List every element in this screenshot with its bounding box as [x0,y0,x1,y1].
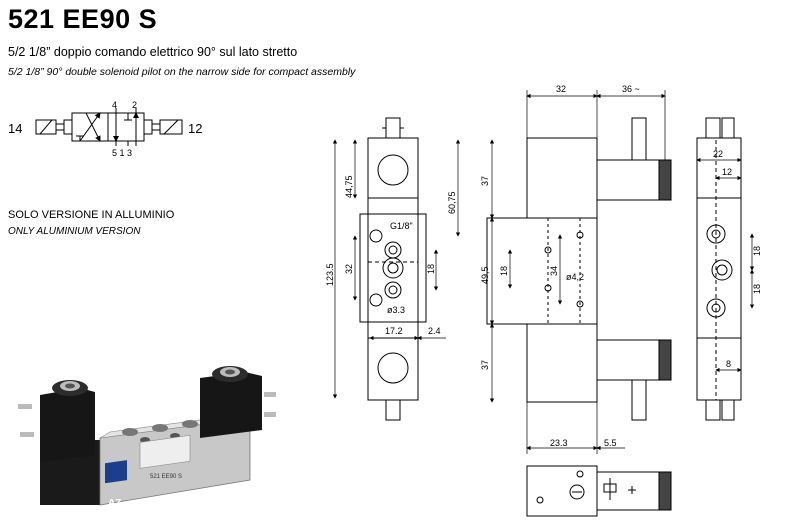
side-view-dimensions [489,90,666,454]
dim-mid-34: 34 [549,266,559,276]
dim-coil-height: 44,75 [344,175,354,198]
subtitle-italian: 5/2 1/8” doppio comando elettrico 90° su… [8,45,298,59]
dim-g-thread: G1/8" [390,221,413,231]
dim-coil-37-top: 37 [480,176,490,186]
front-view-dimensions [332,139,461,399]
product-title: 521 EE90 S [8,4,158,34]
version-note-english: ONLY ALUMINIUM VERSION [8,226,141,237]
end-view [696,117,742,421]
dim-top-to-port: 60,75 [447,191,457,214]
dim-hole-33: ø3.3 [387,305,405,315]
dim-side-18a: 18 [752,246,762,256]
port-2-label: 2 [132,100,137,110]
side-view [486,117,672,421]
dim-port-18: 18 [426,264,436,274]
photo-model-plate: 521 EE90 S [150,474,182,480]
port-513-label: 5 1 3 [112,148,132,158]
dim-side-12: 12 [722,167,732,177]
version-note-italian: SOLO VERSIONE IN ALLUMINIO [8,209,175,221]
dim-hole-42: ø4,2 [566,272,584,282]
dim-side-18b: 18 [752,284,762,294]
product-photo: AZ 521 EE90 S [18,366,276,509]
end-view-dimensions [696,157,755,373]
dim-mid-18: 18 [499,266,509,276]
dim-base-233: 23.3 [550,438,568,448]
bottom-view [526,465,672,517]
port-14-label: 14 [8,121,22,136]
dim-side-8: 8 [726,359,731,369]
port-4-label: 4 [112,100,117,110]
dim-coil-37-bottom: 37 [480,360,490,370]
dim-port-spacing: 32 [344,264,354,274]
dim-coil-depth: 36 ~ [622,84,640,94]
dim-width-172: 17.2 [385,326,403,336]
dim-side-22: 22 [713,149,723,159]
valve-symbol: 14 12 4 2 5 1 3 [8,100,202,158]
dim-mid-495: 49,5 [480,266,490,284]
port-12-label: 12 [188,121,202,136]
dim-total-height: 123.5 [325,263,335,286]
dim-offset-24: 2.4 [428,326,441,336]
dim-base-55: 5.5 [604,438,617,448]
front-view [359,117,427,421]
subtitle-english: 5/2 1/8” 90° double solenoid pilot on th… [8,66,356,78]
dim-body-width: 32 [556,84,566,94]
photo-logo: AZ [108,498,121,509]
